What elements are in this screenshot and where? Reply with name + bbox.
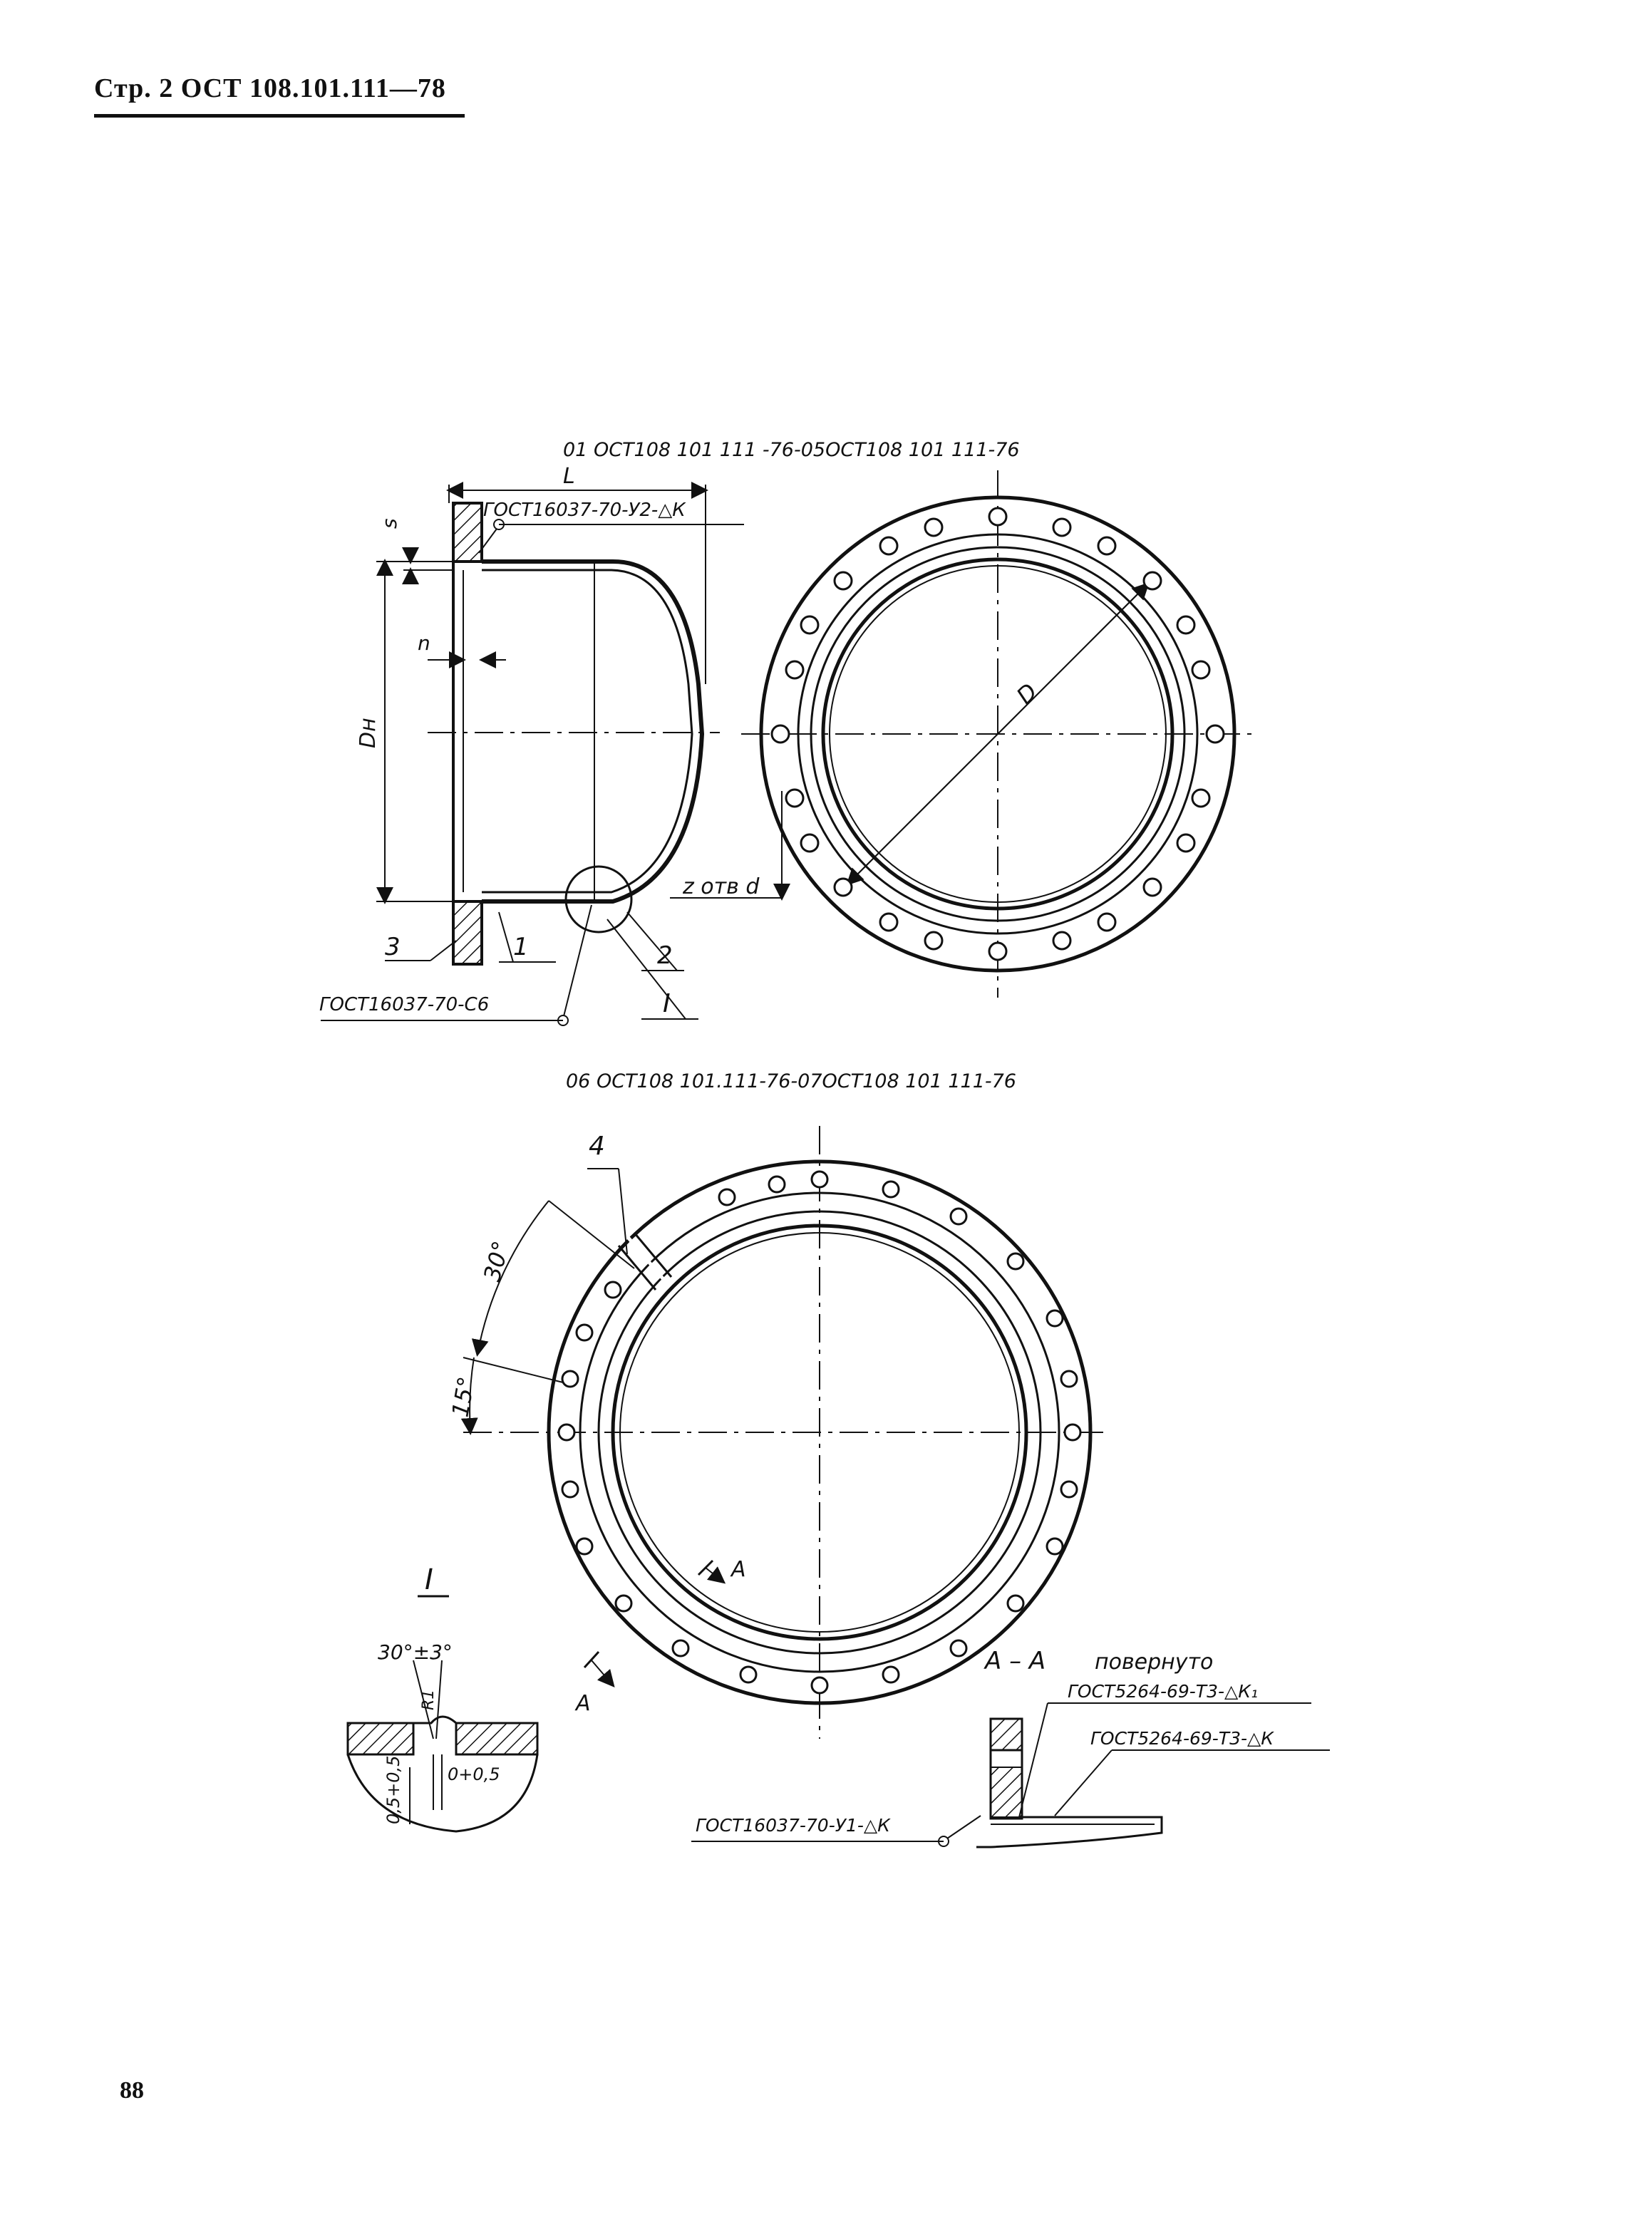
section-mark-a-2: А — [574, 1691, 591, 1716]
detail-angle: 30°±3° — [378, 1640, 453, 1664]
bolt-holes-view2 — [557, 1170, 1082, 1695]
view1-caption: 01 ОСТ108 101 111 -76-05ОСТ108 101 111-7… — [563, 439, 1020, 461]
dim-Dn: Dн — [356, 718, 381, 748]
dim-D: D — [1011, 678, 1043, 709]
section-title: А – А — [984, 1647, 1046, 1675]
detail-title: I — [425, 1563, 433, 1596]
weld-note-y1: ГОСТ16037-70-У1-△К — [696, 1815, 891, 1836]
detail-gap1: 0,5+0,5 — [383, 1756, 403, 1824]
weld-note-k1: ГОСТ5264-69-Т3-△К₁ — [1068, 1681, 1258, 1702]
weld-note-bottom: ГОСТ16037-70-С6 — [319, 994, 489, 1015]
detail-ref-I: I — [663, 989, 671, 1018]
position-2: 2 — [657, 941, 673, 970]
page-number: 88 — [120, 2077, 144, 2104]
weld-note-top: ГОСТ16037-70-У2-△К — [483, 500, 686, 521]
weld-note-k: ГОСТ5264-69-Т3-△К — [1090, 1728, 1274, 1749]
holes-note: z отв d — [682, 874, 760, 899]
view1-side-section — [321, 482, 744, 1026]
section-mark-a-1: А — [730, 1557, 746, 1582]
section-A-A — [691, 1702, 1330, 1848]
angle-15: 15° — [446, 1375, 480, 1419]
detail-r1: R1 — [420, 1690, 438, 1710]
position-4: 4 — [589, 1132, 605, 1161]
flange-bottom — [452, 900, 483, 966]
bolt-holes-view1 — [770, 507, 1225, 961]
section-rotated: повернуто — [1095, 1650, 1213, 1675]
detail-I — [346, 1595, 539, 1833]
view2-split-ring — [460, 1126, 1105, 1739]
header-rule — [94, 114, 465, 118]
dim-L: L — [563, 464, 575, 489]
flange-top — [452, 502, 483, 563]
view1-front-view — [670, 470, 1254, 998]
position-3: 3 — [385, 933, 401, 961]
angle-30: 30° — [478, 1238, 515, 1284]
shell-outer — [482, 559, 705, 904]
dim-s: s — [378, 518, 401, 529]
detail-gap2: 0+0,5 — [448, 1764, 500, 1784]
page-header: Стр. 2 ОСТ 108.101.111—78 — [94, 73, 446, 103]
shell-inner — [482, 569, 693, 894]
dim-n: n — [418, 631, 430, 655]
position-1: 1 — [513, 933, 529, 961]
view2-caption: 06 ОСТ108 101.111-76-07ОСТ108 101 111-76 — [566, 1070, 1016, 1092]
